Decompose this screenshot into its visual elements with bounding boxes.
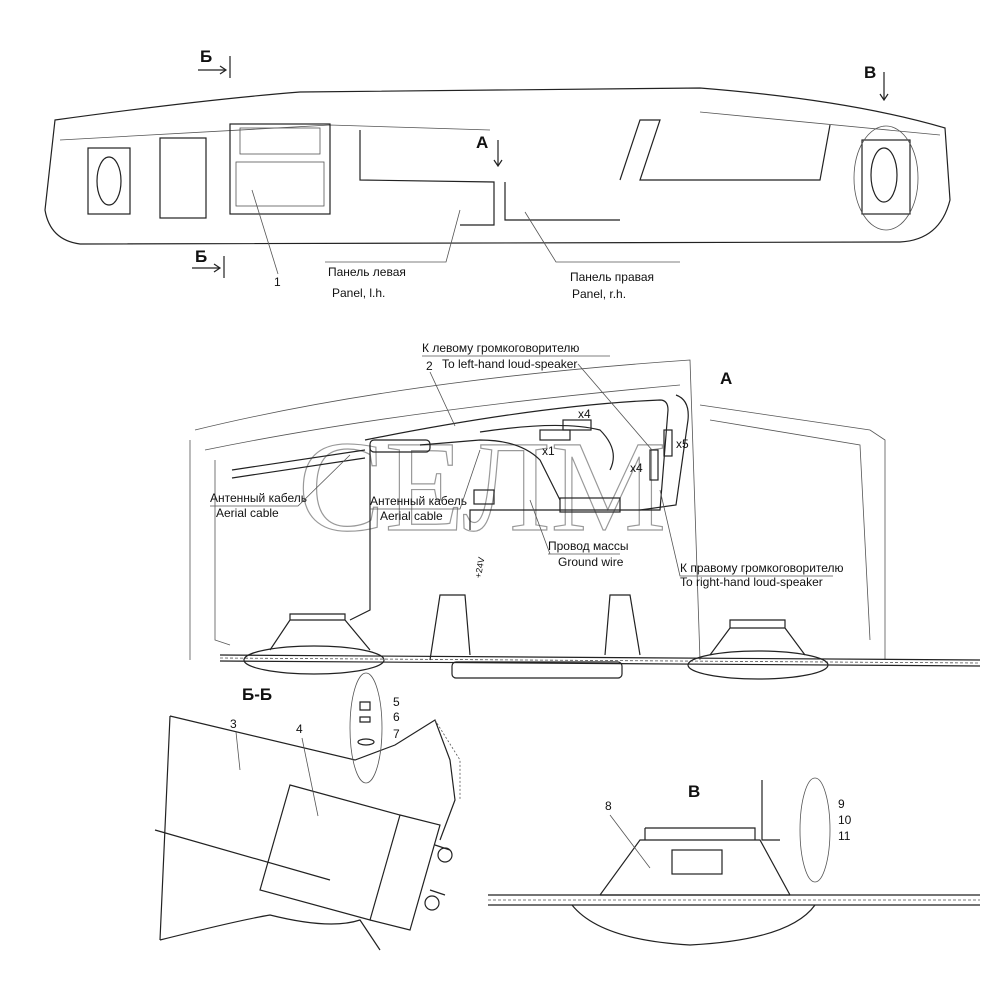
- connector-x4: x4: [630, 461, 643, 475]
- view-v-mark: В: [864, 63, 876, 82]
- to-left-speaker-en: To left-hand loud-speaker: [442, 357, 577, 371]
- to-left-speaker-ru: К левому громкоговорителю: [422, 341, 579, 355]
- watermark: СЕЛМ: [298, 415, 666, 559]
- voltage-label: +24V: [473, 556, 487, 579]
- connector-x5: x5: [676, 437, 689, 451]
- callout-9: 9: [838, 797, 845, 811]
- left-speaker: [243, 645, 385, 675]
- view-a-title: А: [720, 369, 732, 388]
- aerial-cable-ru-left: Антенный кабель: [210, 491, 307, 505]
- callout-7: 7: [393, 727, 400, 741]
- callout-1: 1: [274, 275, 281, 289]
- ground-wire-en: Ground wire: [558, 555, 624, 569]
- connector-x3: x4: [578, 407, 591, 421]
- section-mark-b-bottom: Б: [195, 247, 207, 266]
- radio-body: [259, 784, 401, 921]
- callout-4: 4: [296, 722, 303, 736]
- aerial-cable-ru-center: Антенный кабель: [370, 494, 467, 508]
- panel-left-ru: Панель левая: [328, 265, 406, 279]
- view-a-mark: А: [476, 133, 488, 152]
- aerial-cable-en-center: Aerial cable: [380, 509, 443, 523]
- connector-x1: x1: [542, 444, 555, 458]
- callout-2: 2: [426, 359, 433, 373]
- view-a-wiring: СЕЛМ А 2 К левому громкоговорителю To le…: [189, 341, 981, 680]
- to-right-speaker-ru: К правому громкоговорителю: [680, 561, 844, 575]
- section-mark-b-top: Б: [200, 47, 212, 66]
- section-bb-title: Б-Б: [242, 685, 272, 704]
- panel-right-en: Panel, r.h.: [572, 287, 626, 301]
- to-right-speaker-en: To right-hand loud-speaker: [680, 575, 823, 589]
- callout-6: 6: [393, 710, 400, 724]
- callout-11: 11: [838, 829, 851, 843]
- left-speaker-grille: [87, 147, 131, 215]
- view-v: В 8 9 10 11: [488, 777, 980, 946]
- ground-wire-ru: Провод массы: [548, 539, 629, 553]
- callout-8: 8: [605, 799, 612, 813]
- callout-10: 10: [838, 813, 852, 827]
- section-bb: Б-Б 3 4 5 6 7: [154, 672, 461, 951]
- callout-5: 5: [393, 695, 400, 709]
- dashboard-top-view: Б Б В А 1 Панель левая Panel, l.h. Панел…: [44, 47, 951, 301]
- panel-right-ru: Панель правая: [570, 270, 654, 284]
- blank-panel: [159, 137, 207, 219]
- right-speaker-grille: [861, 139, 911, 215]
- panel-left-en: Panel, l.h.: [332, 286, 385, 300]
- radio-unit: [229, 123, 331, 215]
- aerial-cable-en-left: Aerial cable: [216, 506, 279, 520]
- callout-3: 3: [230, 717, 237, 731]
- view-v-title: В: [688, 782, 700, 801]
- right-speaker: [687, 650, 829, 680]
